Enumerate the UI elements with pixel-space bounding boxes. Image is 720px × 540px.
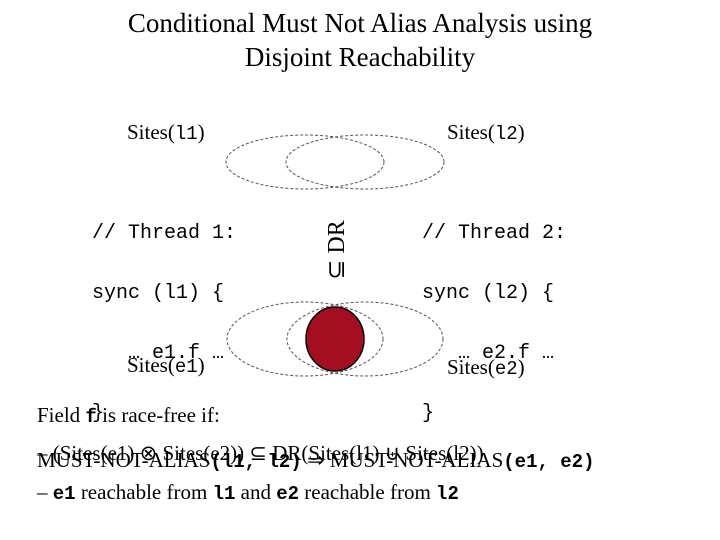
thread-2-access: … e2.f … [422,342,555,365]
reachability-condition: – e1 reachable from l1 and e2 reachable … [37,480,459,505]
page-title-line-1: Conditional Must Not Alias Analysis usin… [127,8,593,38]
thread-1-sync: sync (l1) { [92,282,225,305]
field-condition-heading: Field f is race-free if: [37,403,220,428]
thread-2-code: // Thread 2: sync (l2) { … e2.f … } [422,189,566,459]
sites-e2-ellipse [286,301,444,377]
thread-1-close: } [92,402,105,425]
thread-1-comment: // Thread 1: [92,222,237,245]
sites-e1-ellipse [226,301,384,377]
thread-2-close: } [422,402,435,425]
thread-1-access: … e1.f … [92,342,225,365]
sites-l1-ellipse [225,134,385,190]
page-title-line-2: Disjoint Reachability [244,42,476,72]
dr-label: ⊆ DR [324,220,350,280]
sites-l2-ellipse [285,134,445,190]
overlap-dot [305,306,365,372]
sites-e2-label: Sites(e2) [447,355,525,380]
sites-e1-label: Sites(e1) [127,353,205,378]
sites-l1-label: Sites(l1) [127,120,205,145]
sites-l2-label: Sites(l2) [447,120,525,145]
thread-2-sync: sync (l2) { [422,282,555,305]
thread-1-code: // Thread 1: sync (l1) { … e1.f … } [92,189,236,459]
thread-2-comment: // Thread 2: [422,222,567,245]
disjoint-reachability-condition: – (Sites(e1) ⊗ Sites(e2)) ⊆ DR(Sites(l1)… [37,441,484,465]
must-not-alias-condition: MUST-NOT-ALIAS(l1, l2) ⇒ MUST-NOT-ALIAS(… [37,448,595,473]
